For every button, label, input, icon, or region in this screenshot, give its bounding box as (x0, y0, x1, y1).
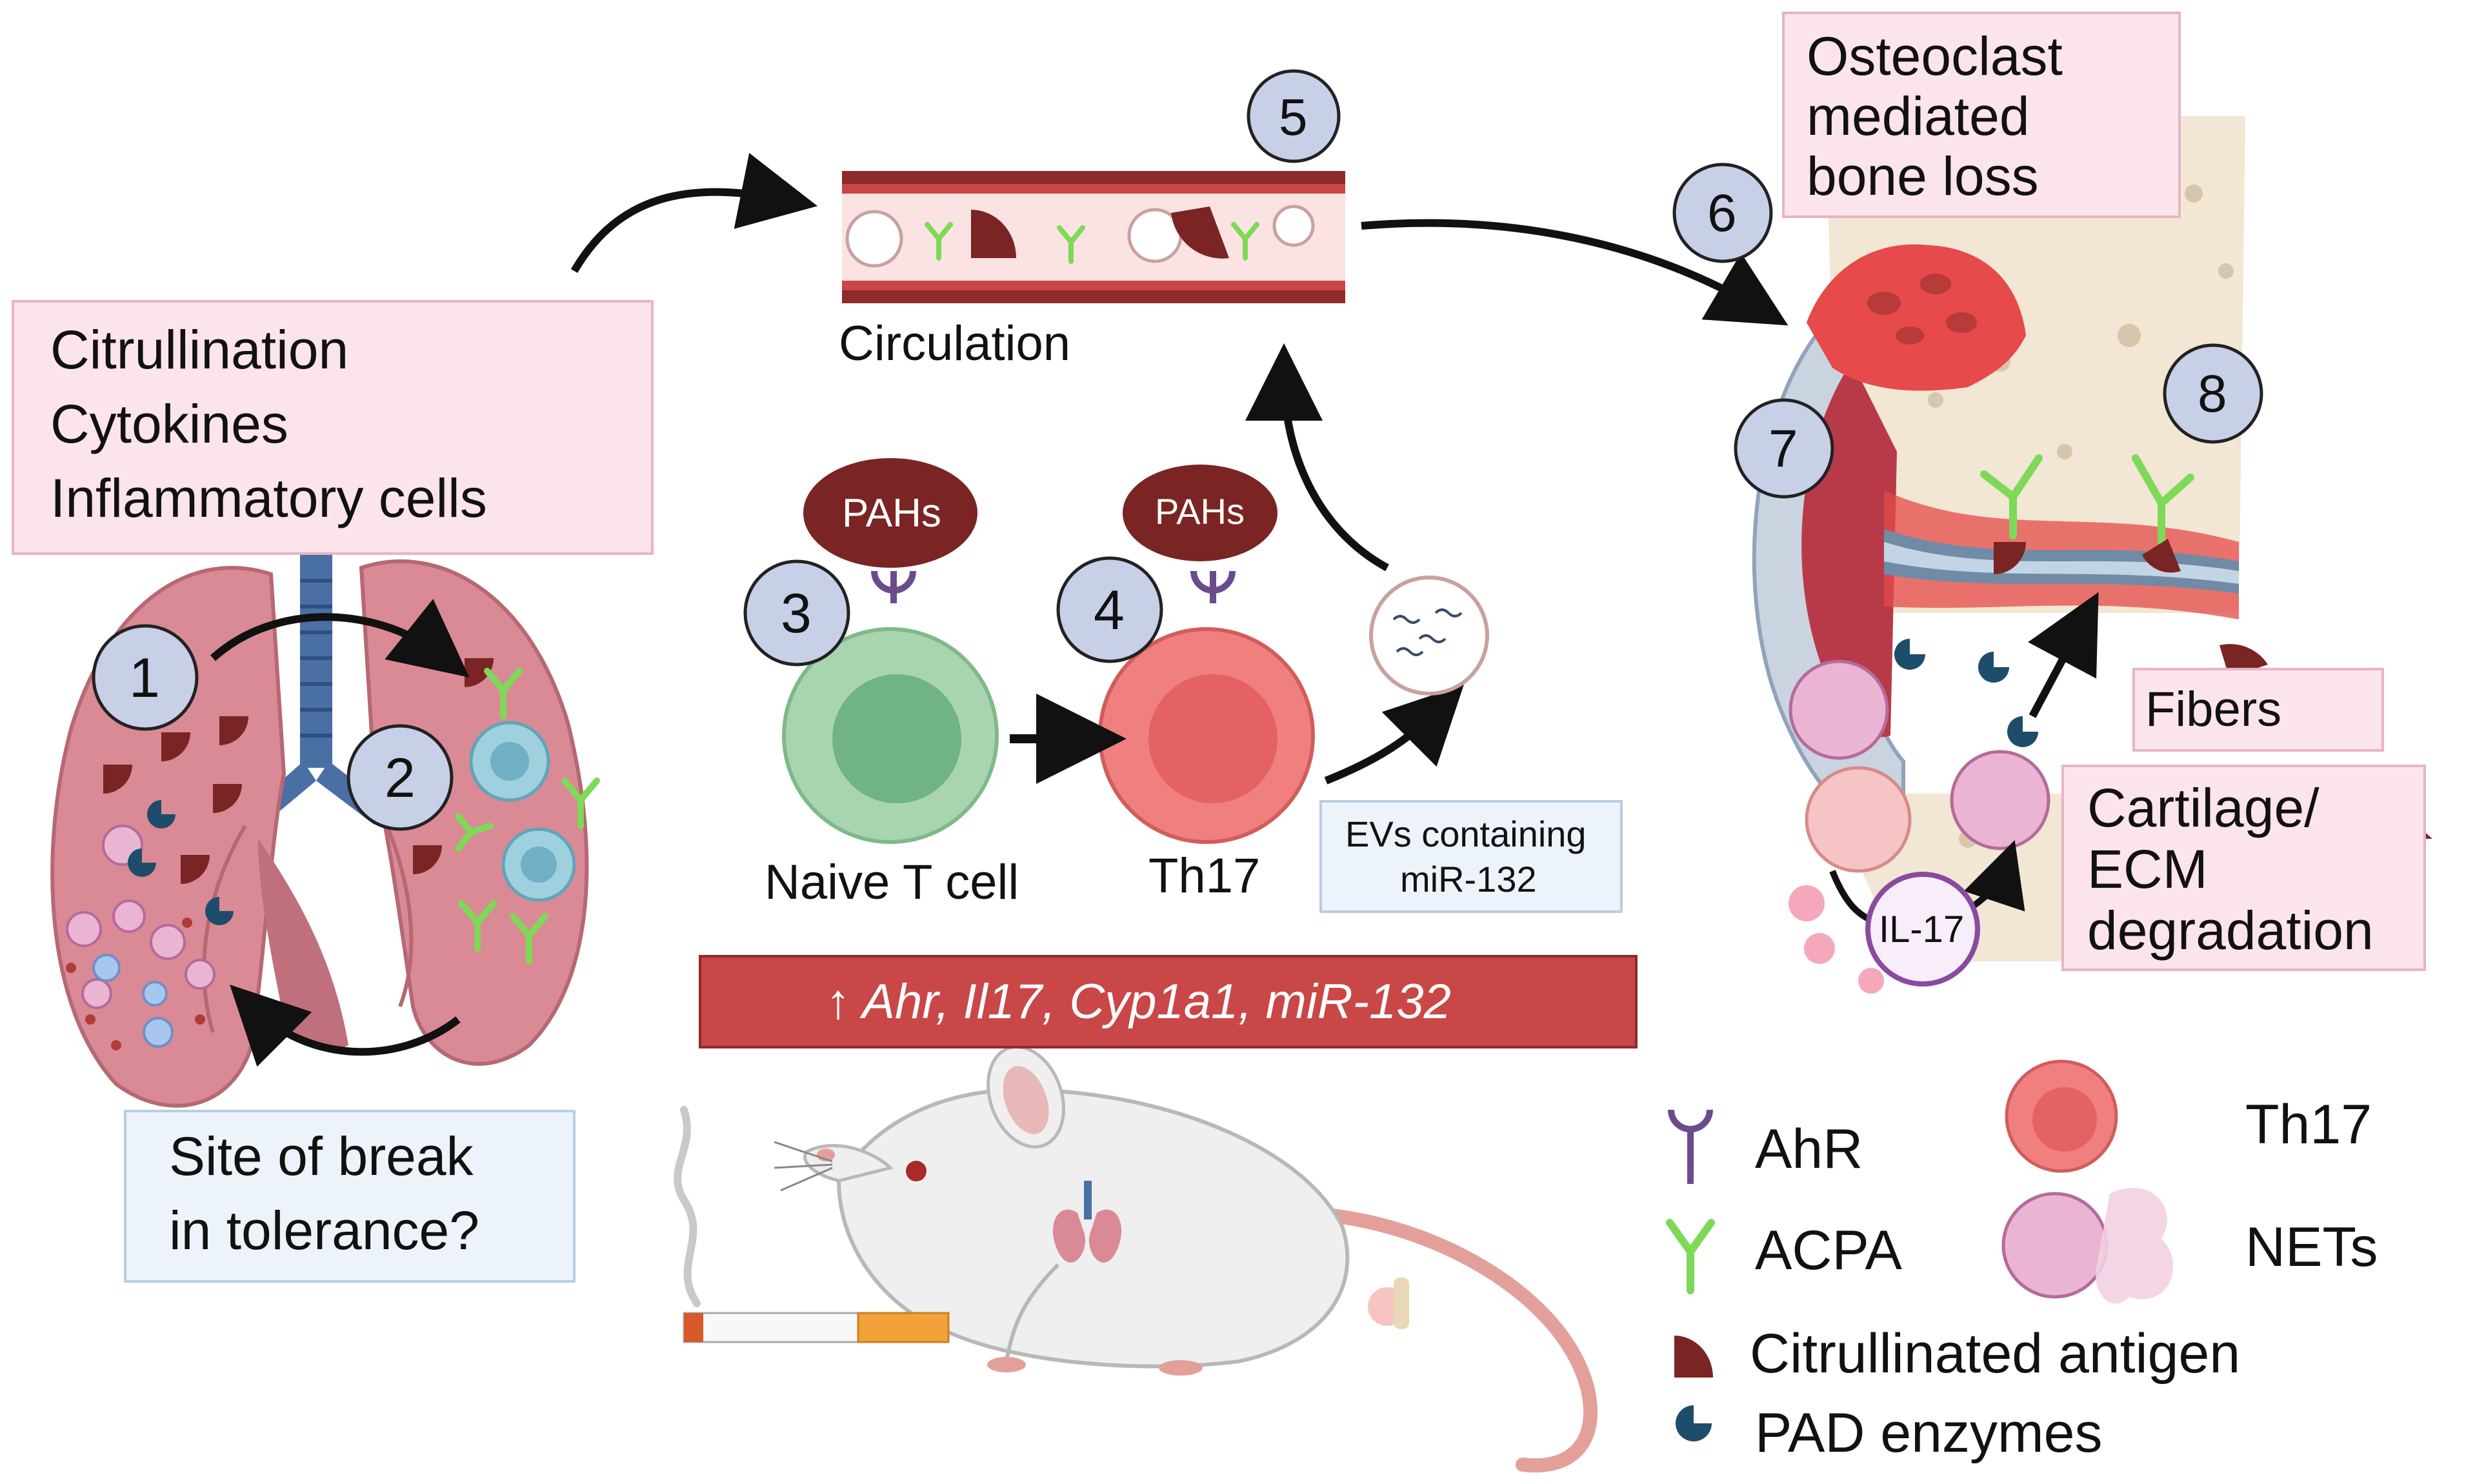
legend-nets-icon (2001, 1187, 2174, 1304)
legend-nets-label: NETs (2245, 1216, 2378, 1278)
step-6: 6 (1707, 184, 1737, 243)
il17-label: IL-17 (1879, 908, 1965, 950)
lung-box-line-3: Inflammatory cells (50, 468, 487, 528)
legend-pad-label: PAD enzymes (1755, 1402, 2103, 1464)
step-4: 4 (1094, 579, 1125, 641)
legend-th17-icon (2005, 1059, 2118, 1173)
tolerance-line-1: Site of break (169, 1126, 474, 1187)
lung-box-line-2: Cytokines (50, 394, 288, 454)
tolerance-box (124, 1110, 576, 1283)
osteo-line-2: mediated (1807, 86, 2030, 146)
gene-expression-text: ↑ Ahr, Il17, Cyp1a1, miR-132 (826, 974, 1451, 1029)
legend-pad-icon (1676, 1405, 1712, 1441)
legend-acpa-label: ACPA (1755, 1219, 1902, 1281)
osteo-line-1: Osteoclast (1807, 26, 2063, 86)
mouse-illustration (774, 1045, 1598, 1473)
lung-box-line-1: Citrullination (50, 319, 349, 380)
pahs-ellipse-1 (803, 458, 977, 568)
gene-expression-bar (699, 955, 1638, 1048)
cartilage-box (2061, 765, 2426, 971)
il17-circle (1865, 872, 1980, 987)
legend-citrullinated-label: Citrullinated antigen (1750, 1323, 2241, 1385)
pahs-label-1: PAHs (842, 491, 941, 536)
pahs-label-2: PAHs (1155, 491, 1245, 532)
legend-acpa-icon (1666, 1219, 1715, 1294)
pahs-ellipse-2 (1123, 465, 1278, 561)
step-8: 8 (2198, 365, 2227, 423)
circulation-to-joint-arrow (1361, 219, 1789, 326)
cigarette-illustration (674, 1106, 950, 1343)
extracellular-vesicle (1369, 576, 1489, 696)
ev-to-circulation-arrow (1245, 343, 1389, 572)
legend-ahr-icon (1668, 1109, 1713, 1184)
lung-findings-box (12, 300, 654, 555)
step-5: 5 (1279, 88, 1308, 146)
step-circle-4 (1056, 556, 1163, 663)
evs-line-1: EVs containing (1345, 814, 1587, 854)
legend-ahr-label: AhR (1755, 1118, 1863, 1180)
step-circle-7 (1734, 398, 1834, 499)
th17-to-ev-arrow (1324, 685, 1464, 785)
step-circle-5 (1247, 69, 1341, 163)
step-circle-2 (346, 724, 454, 831)
step-circle-3 (743, 559, 850, 667)
step-circle-6 (1672, 163, 1773, 263)
naive-t-cell (782, 570, 999, 844)
legend-th17-label: Th17 (2245, 1094, 2372, 1156)
step-2: 2 (385, 747, 416, 809)
fibers-label: Fibers (2145, 682, 2282, 737)
fibers-box (2132, 668, 2384, 752)
osteoclast-box (1782, 12, 2181, 218)
osteo-line-3: bone loss (1807, 146, 2039, 206)
evs-box (1319, 800, 1623, 913)
step-circle-1 (92, 624, 199, 731)
step-3: 3 (781, 583, 812, 645)
lung-arrow-top (210, 599, 470, 677)
lung-to-circulation-arrow (570, 153, 818, 274)
lung-arrow-bottom (230, 985, 461, 1067)
cartilage-line-1: Cartilage/ (2087, 777, 2320, 838)
evs-line-2: miR-132 (1400, 859, 1537, 899)
cartilage-line-3: degradation (2087, 900, 2374, 961)
naive-t-cell-label: Naive T cell (765, 855, 1019, 910)
step-7: 7 (1769, 419, 1798, 478)
legend-citrullinated-icon (1674, 1336, 1713, 1378)
th17-cell (1098, 570, 1315, 844)
cartilage-line-2: ECM (2087, 839, 2208, 899)
step-circle-8 (2163, 343, 2263, 444)
circulation-label: Circulation (839, 316, 1071, 371)
step-1: 1 (129, 647, 160, 709)
blood-vessel (842, 171, 1345, 303)
joint-arrow-up (2028, 592, 2099, 718)
tolerance-line-2: in tolerance? (169, 1200, 479, 1261)
th17-label: Th17 (1148, 848, 1261, 903)
